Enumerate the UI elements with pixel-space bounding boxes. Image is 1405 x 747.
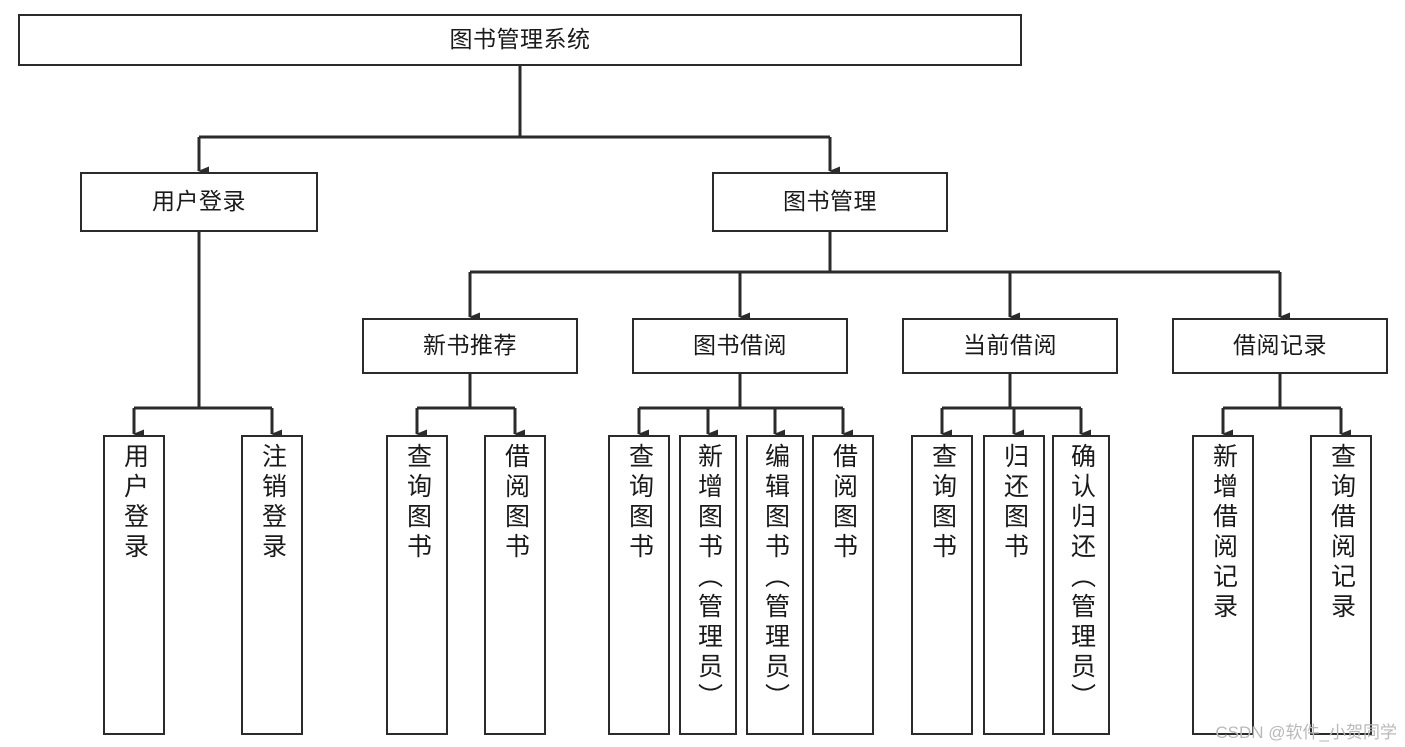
node-label: 当前借阅: [963, 332, 1057, 359]
node-leaf12[interactable]: 新增借阅记录: [1192, 435, 1254, 735]
node-current[interactable]: 当前借阅: [902, 318, 1118, 374]
node-leaf1[interactable]: 用户登录: [103, 435, 165, 735]
node-leaf6[interactable]: 新增图书（管理员）: [679, 435, 737, 735]
node-label: 查询图书: [928, 443, 957, 563]
node-login[interactable]: 用户登录: [80, 172, 318, 232]
node-label: 用户登录: [152, 188, 246, 215]
node-label: 图书管理系统: [449, 26, 591, 53]
node-label: 新增图书（管理员）: [694, 443, 723, 713]
node-leaf5[interactable]: 查询图书: [608, 435, 670, 735]
node-label: 借阅图书: [829, 443, 858, 563]
node-bookmgmt[interactable]: 图书管理: [712, 172, 948, 232]
node-label: 图书管理: [783, 188, 877, 215]
node-leaf7[interactable]: 编辑图书（管理员）: [746, 435, 804, 735]
node-label: 编辑图书（管理员）: [761, 443, 790, 713]
node-leaf13[interactable]: 查询借阅记录: [1310, 435, 1372, 735]
node-label: 注销登录: [258, 443, 287, 563]
node-leaf11[interactable]: 确认归还（管理员）: [1052, 435, 1110, 735]
node-root[interactable]: 图书管理系统: [18, 14, 1022, 66]
node-leaf8[interactable]: 借阅图书: [812, 435, 874, 735]
node-label: 归还图书: [1000, 443, 1029, 563]
node-leaf4[interactable]: 借阅图书: [484, 435, 546, 735]
node-label: 用户登录: [120, 443, 149, 563]
node-label: 查询借阅记录: [1327, 443, 1356, 623]
node-label: 借阅记录: [1233, 332, 1327, 359]
node-records[interactable]: 借阅记录: [1172, 318, 1388, 374]
node-label: 确认归还（管理员）: [1067, 443, 1096, 713]
node-label: 查询图书: [403, 443, 432, 563]
node-label: 新书推荐: [423, 332, 517, 359]
node-borrow[interactable]: 图书借阅: [632, 318, 848, 374]
node-newbook[interactable]: 新书推荐: [362, 318, 578, 374]
watermark-text: CSDN @软件_小贺同学: [1215, 723, 1397, 742]
node-leaf9[interactable]: 查询图书: [911, 435, 973, 735]
node-label: 借阅图书: [501, 443, 530, 563]
node-leaf2[interactable]: 注销登录: [241, 435, 303, 735]
node-label: 查询图书: [625, 443, 654, 563]
node-label: 新增借阅记录: [1209, 443, 1238, 623]
node-leaf10[interactable]: 归还图书: [983, 435, 1045, 735]
node-leaf3[interactable]: 查询图书: [386, 435, 448, 735]
node-label: 图书借阅: [693, 332, 787, 359]
